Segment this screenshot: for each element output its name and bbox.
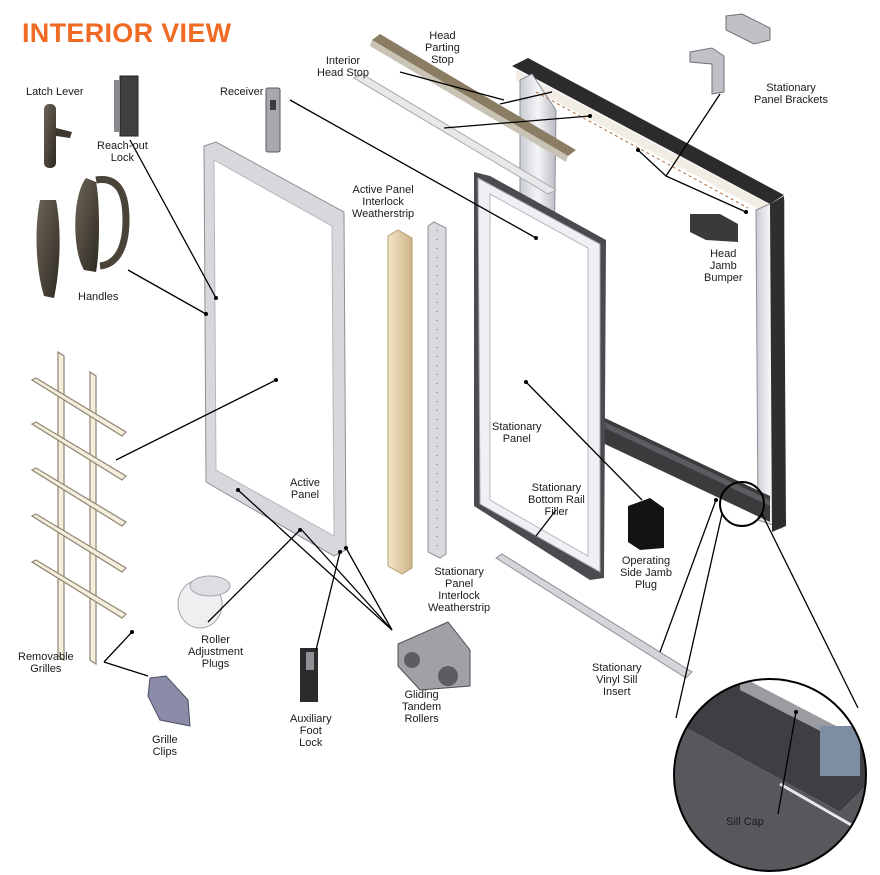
latch-lever-part	[44, 104, 72, 168]
stationary-panel-part	[474, 172, 606, 580]
label-handles: Handles	[78, 291, 119, 303]
receiver-part	[265, 87, 281, 153]
sill-cap-leader	[777, 711, 797, 815]
active-weatherstrip-part	[387, 229, 413, 575]
handles-part	[36, 176, 130, 298]
head-parting-stop-part	[370, 34, 576, 162]
tandem-rollers-part	[397, 621, 471, 691]
detail-callout	[673, 481, 867, 872]
sill-insert-part	[495, 553, 693, 679]
roller-plug-part	[177, 575, 231, 629]
label-latch-lever: Latch Lever	[26, 86, 84, 98]
page-title: INTERIOR VIEW	[22, 18, 232, 48]
active-panel-part	[203, 141, 347, 557]
brackets-part	[689, 13, 771, 95]
stationary-weatherstrip-part	[427, 221, 447, 559]
leader-dots	[130, 114, 798, 714]
head-jamb-bumper-part	[690, 214, 738, 242]
label-sill-cap: Sill Cap	[726, 816, 764, 828]
grille-clip-part	[147, 675, 191, 727]
label-receiver: Receiver	[220, 86, 264, 98]
foot-lock-part	[300, 648, 318, 702]
interior-head-stop-part	[352, 73, 558, 195]
grille-part	[30, 350, 127, 666]
jamb-plug-part	[628, 498, 664, 550]
reach-out-lock-part	[114, 75, 139, 137]
leader-lines	[103, 71, 747, 677]
